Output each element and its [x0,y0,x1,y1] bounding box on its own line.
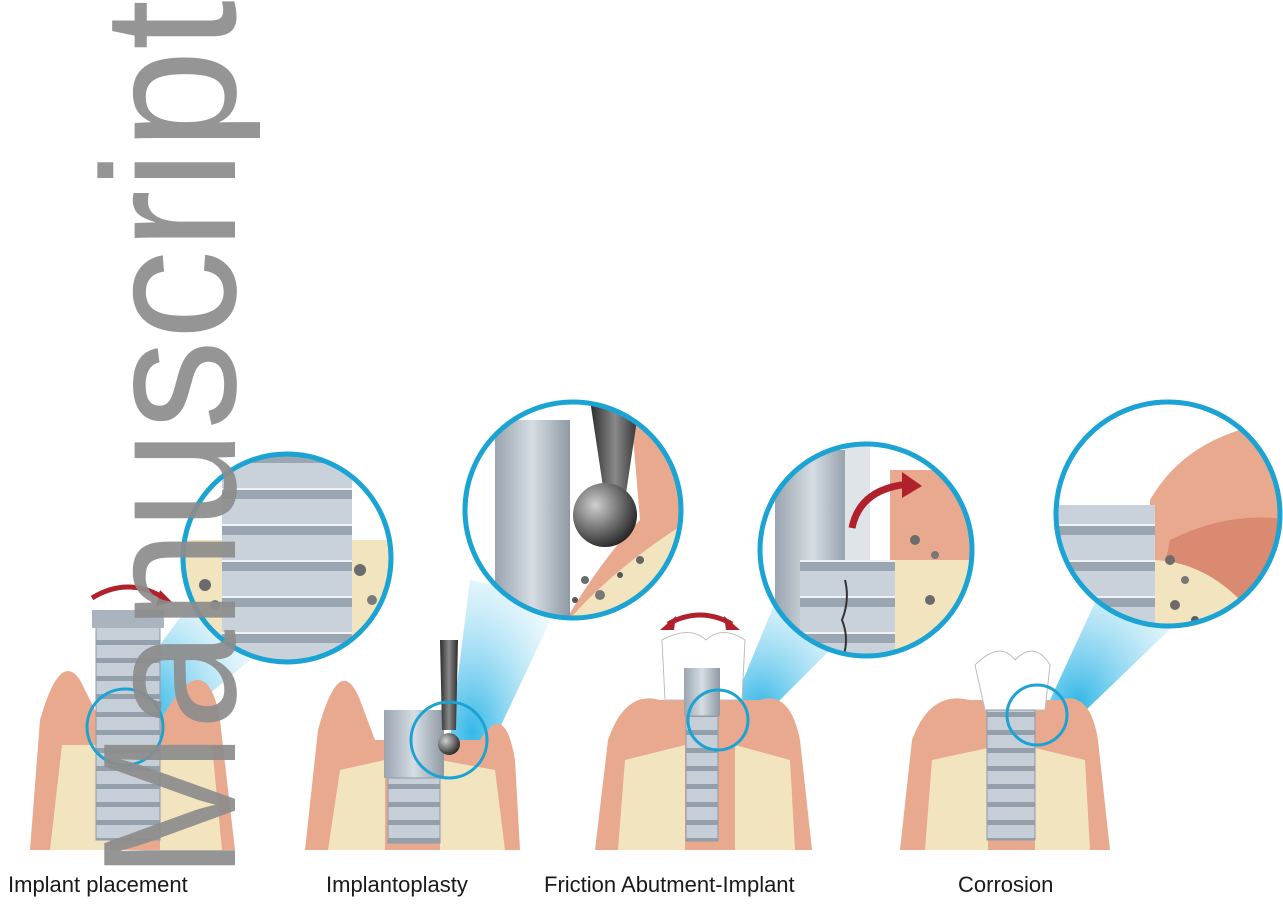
double-arrow-left-head [660,616,676,630]
caption-friction-abutment-implant: Friction Abutment-Implant [544,872,795,898]
caption-implant-placement: Implant placement [8,872,188,898]
burr-ball [438,733,460,755]
implant-threaded-part [388,778,440,843]
implant-smooth-part [384,710,444,778]
rotation-arrow-icon [92,587,164,598]
caption-implantoplasty: Implantoplasty [326,872,468,898]
panel-corrosion [900,400,1283,850]
implant-body [96,625,160,840]
crown [975,651,1050,710]
caption-corrosion: Corrosion [958,872,1053,898]
burr-tool-icon [440,640,458,730]
implant-head [92,610,164,628]
double-arrow-icon [668,615,732,624]
double-arrow-right-head [724,616,740,630]
